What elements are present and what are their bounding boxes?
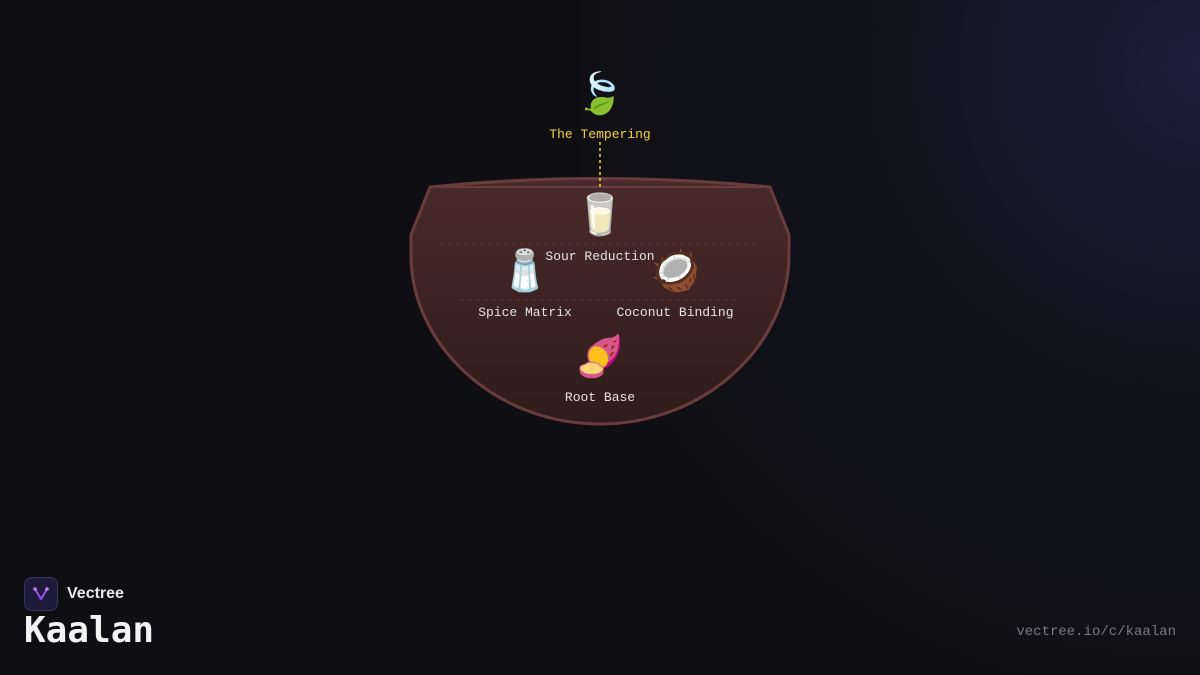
root-base-label: Root Base [565,390,635,405]
spice-matrix-label: Spice Matrix [478,305,572,320]
leaf-icon: 🍃 [575,69,625,117]
tempering-label: The Tempering [549,127,650,142]
brand-name: Vectree [67,585,124,602]
salt-shaker-icon: 🧂 [500,246,550,294]
sweet-potato-icon: 🍠 [575,333,625,380]
glass-of-milk-icon: 🥛 [575,191,625,238]
coconut-icon: 🥥 [650,247,700,294]
sour-reduction-label: Sour Reduction [545,249,654,264]
bowl-shape [409,177,791,426]
coconut-binding-label: Coconut Binding [616,305,733,320]
brand-row: Vectree [24,577,124,611]
source-url[interactable]: vectree.io/c/kaalan [1016,624,1176,640]
vectree-logo-icon [24,577,58,611]
page-title: Kaalan [24,610,155,651]
